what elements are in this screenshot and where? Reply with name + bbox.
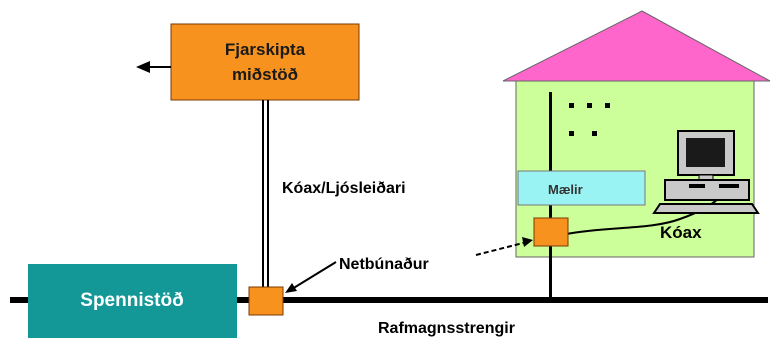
power-lines-label: Rafmagnsstrengir [378, 320, 515, 337]
street-network-box [248, 286, 284, 316]
telecom-center-box [170, 23, 360, 101]
substation-label: Spennistöð [80, 290, 183, 311]
house-network-box [533, 217, 569, 247]
telecom-center-label-line2: miðstöð [232, 65, 298, 84]
network-equipment-label: Netbúnaður [339, 256, 429, 273]
network-arrow-left [285, 261, 337, 293]
arrow-left-icon [136, 61, 171, 73]
coax-fiber-line [262, 100, 264, 290]
coax-label: Kóax [660, 223, 702, 242]
wiring-dots [569, 103, 610, 136]
coax-fiber-label: Kóax/Ljósleiðari [282, 180, 406, 197]
coax-fiber-line-2 [267, 100, 269, 290]
house-roof [502, 10, 771, 82]
telecom-center-label-line1: Fjarskipta [225, 40, 306, 59]
meter-label: Mælir [548, 182, 583, 197]
power-line [10, 297, 768, 303]
computer-icon [652, 130, 760, 214]
substation-box [28, 264, 237, 338]
meter-box [517, 170, 646, 206]
network-arrow-right [475, 237, 533, 256]
